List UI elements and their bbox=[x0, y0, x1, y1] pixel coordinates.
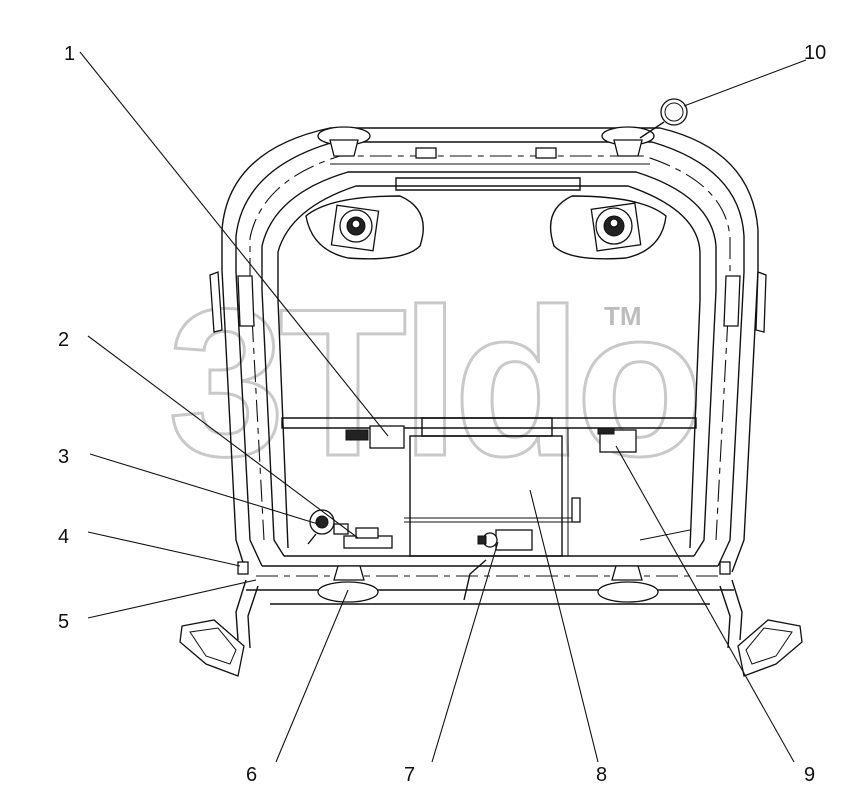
right-speaker bbox=[549, 195, 667, 260]
interior-light bbox=[345, 425, 405, 449]
bottom-mounts bbox=[317, 565, 659, 603]
lower-brackets bbox=[179, 561, 803, 677]
fan-unit bbox=[597, 427, 637, 453]
left-speaker bbox=[305, 195, 424, 260]
callout-8: 8 bbox=[596, 764, 607, 786]
callout-6: 6 bbox=[246, 764, 257, 786]
callout-1: 1 bbox=[64, 43, 75, 65]
switch-block bbox=[343, 527, 393, 549]
side-handles bbox=[209, 271, 767, 333]
callout-5: 5 bbox=[58, 611, 69, 633]
rear-panel bbox=[404, 428, 691, 557]
callout-3: 3 bbox=[58, 446, 69, 468]
callout-4: 4 bbox=[58, 526, 69, 548]
callout-7: 7 bbox=[404, 764, 415, 786]
callout-2: 2 bbox=[58, 329, 69, 351]
callout-10: 10 bbox=[804, 42, 826, 64]
beacon-lamp bbox=[639, 98, 688, 139]
wiper-motor bbox=[463, 529, 533, 601]
leader-lines bbox=[79, 51, 807, 763]
watermark-trademark: TM bbox=[604, 301, 642, 331]
callout-9: 9 bbox=[804, 764, 815, 786]
callout-labels: 1 2 3 4 5 6 7 8 9 10 bbox=[58, 42, 826, 786]
top-mounts bbox=[317, 126, 655, 159]
